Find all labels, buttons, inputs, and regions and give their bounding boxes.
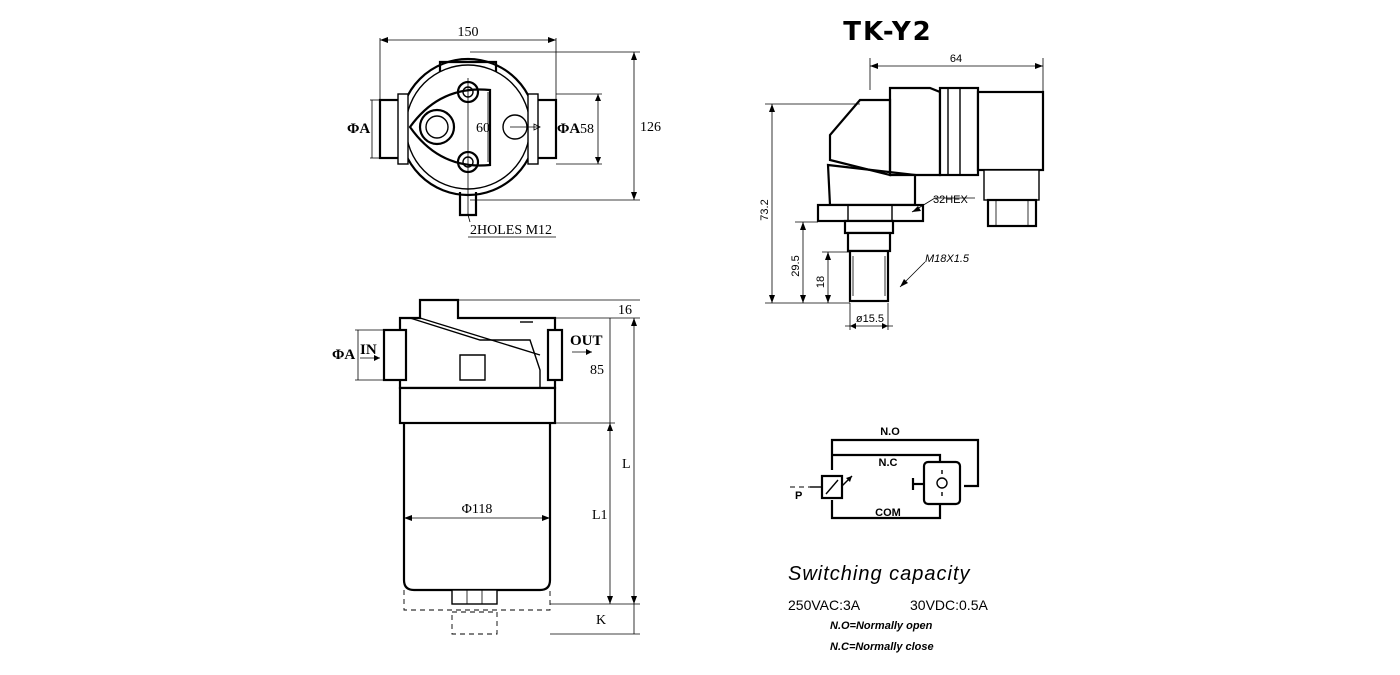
switch-circuit: N.O N.C COM P: [790, 426, 980, 520]
dim-60: 60: [476, 121, 490, 136]
dc-rating: 30VDC:0.5A: [910, 597, 988, 613]
side-view: Φ118 ΦA IN OUT 16 85 L L1 K: [332, 298, 640, 635]
thread-label: M18X1.5: [925, 253, 970, 265]
switching-capacity: Switching capacity 250VAC:3A 30VDC:0.5A …: [788, 563, 988, 653]
dim-dia: ø15.5: [856, 313, 884, 325]
label-p: P: [795, 490, 802, 502]
top-view: 150 126 58 ΦA ΦA: [347, 25, 661, 238]
hex-label: 32HEX: [933, 194, 969, 206]
dim-18: 18: [815, 276, 827, 288]
inlet-port-label: ΦA: [332, 347, 355, 363]
dim-64: 64: [950, 53, 962, 65]
label-no: N.O: [880, 426, 900, 438]
inlet-label: IN: [360, 342, 377, 358]
no-note: N.O=Normally open: [830, 620, 933, 632]
bowl-diameter: Φ118: [462, 502, 493, 517]
dim-L: L: [622, 457, 631, 472]
nc-note: N.C=Normally close: [830, 641, 934, 653]
dim-58: 58: [580, 122, 594, 137]
label-com: COM: [875, 507, 901, 519]
dim-29-5: 29.5: [790, 255, 802, 276]
label-nc: N.C: [879, 457, 898, 469]
dim-150: 150: [458, 25, 479, 40]
dim-16: 16: [618, 303, 632, 318]
capacity-heading: Switching capacity: [788, 563, 971, 585]
ac-rating: 250VAC:3A: [788, 597, 861, 613]
model-title: TK-Y2: [843, 17, 933, 47]
pressure-switch-drawing: TK-Y2 64: [759, 17, 1045, 330]
port-right-label: ΦA: [557, 121, 580, 137]
dim-K: K: [596, 613, 606, 628]
dim-L1: L1: [592, 508, 608, 523]
dim-73-2: 73.2: [759, 199, 771, 220]
dim-85: 85: [590, 363, 604, 378]
dim-126: 126: [640, 120, 661, 135]
outlet-label: OUT: [570, 333, 603, 349]
holes-note: 2HOLES M12: [470, 223, 552, 238]
port-left-label: ΦA: [347, 121, 370, 137]
